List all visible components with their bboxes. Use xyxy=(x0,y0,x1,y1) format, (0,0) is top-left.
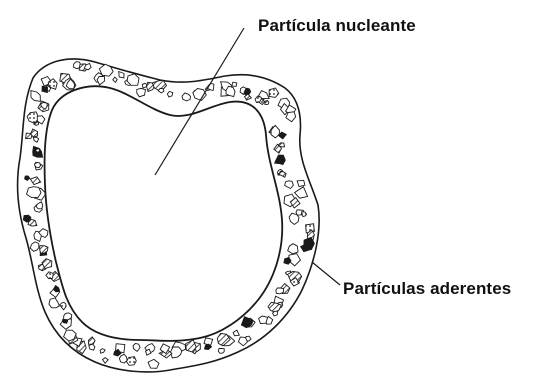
adherent-particle xyxy=(88,337,95,344)
nucleating-particle-label: Partícula nucleante xyxy=(258,16,416,36)
adherent-particle xyxy=(269,88,279,97)
adherent-particle xyxy=(142,83,147,88)
adherent-particle xyxy=(36,202,43,209)
adherent-particle xyxy=(279,171,287,177)
adherent-particle xyxy=(137,88,146,96)
adherent-particle xyxy=(27,187,42,198)
adherent-particle xyxy=(100,349,105,354)
adherent-particle xyxy=(97,76,104,85)
adherent-particle xyxy=(133,343,140,351)
adherent-particle xyxy=(113,77,117,82)
adherent-particle xyxy=(119,354,127,363)
adherent-particle xyxy=(158,88,164,93)
adherent-particle xyxy=(49,298,60,308)
adherent-particle xyxy=(103,358,109,364)
adherent-particle xyxy=(127,357,137,366)
adherent-particle xyxy=(276,288,284,294)
adherent-particle xyxy=(275,155,286,164)
adherent-particle xyxy=(34,162,40,167)
adherent-particle xyxy=(30,242,39,251)
adherent-particle xyxy=(89,344,95,350)
adherent-particle xyxy=(33,137,38,142)
adherent-particle xyxy=(60,302,66,310)
adherent-particle xyxy=(289,213,299,224)
adherent-particle xyxy=(273,311,278,316)
adherent-particle xyxy=(265,100,269,104)
adherent-particle xyxy=(218,349,224,354)
adherent-particle xyxy=(186,340,196,352)
adherent-particle xyxy=(295,187,308,199)
adherent-particle xyxy=(259,91,270,99)
adherent-particle xyxy=(64,313,72,320)
adherent-particle xyxy=(238,337,247,346)
adherent-particle xyxy=(119,72,124,78)
adherent-particle xyxy=(30,177,40,185)
adherent-particle xyxy=(42,86,48,92)
adherent-particle xyxy=(46,272,53,279)
adherent-particle xyxy=(285,181,294,189)
adherent-particle xyxy=(284,257,291,264)
adherent-particle xyxy=(23,215,31,222)
adherent-particle xyxy=(31,91,41,102)
adherent-particle xyxy=(25,176,30,180)
adherent-particle xyxy=(297,180,305,186)
adherent-particle xyxy=(182,93,191,101)
adherent-particle xyxy=(171,347,182,358)
adherent-particle xyxy=(232,82,237,86)
adherent-particle xyxy=(259,316,268,324)
adherent-particle xyxy=(127,74,139,86)
adherent-particle xyxy=(148,359,159,368)
adherent-particle xyxy=(233,330,239,336)
adherent-particle xyxy=(286,112,296,122)
nucleating-particle xyxy=(45,86,283,341)
adherent-particle xyxy=(167,92,173,98)
adherent-particle xyxy=(288,244,298,254)
adherent-leader-line xyxy=(312,262,340,285)
adherent-particle xyxy=(302,212,307,217)
adherent-particles-label: Partículas aderentes xyxy=(343,279,511,299)
